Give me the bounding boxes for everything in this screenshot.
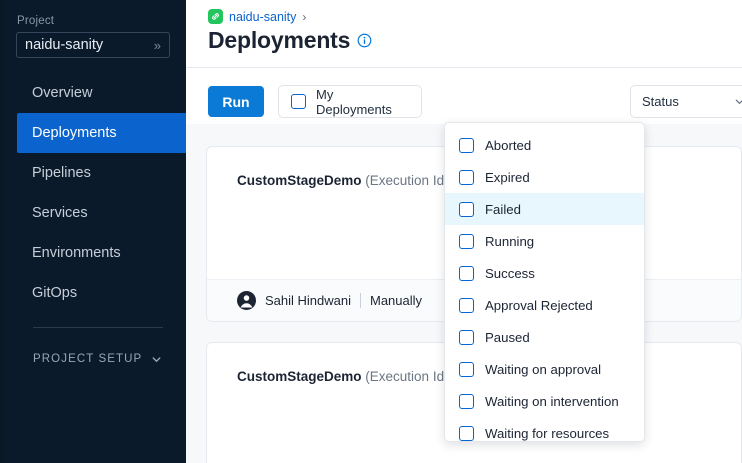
breadcrumb: naidu-sanity › [208,9,306,24]
my-deployments-label: My Deployments [316,86,392,117]
run-button[interactable]: Run [208,86,264,117]
deployment-card-title: CustomStageDemo (Execution Id [237,369,444,384]
deployment-name: CustomStageDemo [237,173,362,188]
chevrons-right-icon: » [153,37,161,53]
status-option-checkbox[interactable] [459,169,474,185]
status-option-checkbox[interactable] [459,297,474,313]
status-option-label: Waiting on approval [485,361,602,377]
status-option-checkbox[interactable] [459,425,474,441]
breadcrumb-link-project[interactable]: naidu-sanity [229,9,297,24]
status-option-running[interactable]: Running [445,225,644,257]
status-option-waiting-on-intervention[interactable]: Waiting on intervention [445,385,644,417]
status-filter-menu: Aborted Expired Failed Running Success A… [444,122,645,442]
chevron-down-icon [733,95,742,108]
my-deployments-checkbox[interactable] [291,94,306,109]
status-option-label: Expired [485,169,530,185]
sidebar-item-gitops[interactable]: GitOps [0,273,186,313]
filters-toolbar: Run My Deployments Status Pipelines [186,68,742,124]
deployment-card-body: CustomStageDemo (Execution Id [207,343,741,463]
project-label: Project [17,15,55,27]
sidebar-item-label: Overview [32,85,93,101]
sidebar: Project naidu-sanity » Overview Deployme… [0,0,186,463]
status-option-label: Failed [485,201,521,217]
sidebar-item-deployments[interactable]: Deployments [17,113,186,153]
sidebar-item-label: Pipelines [32,165,91,181]
deployment-name: CustomStageDemo [237,369,362,384]
status-option-label: Approval Rejected [485,297,593,313]
status-filter-dropdown[interactable]: Status [630,85,742,118]
status-option-checkbox[interactable] [459,393,474,409]
status-option-checkbox[interactable] [459,361,474,377]
status-option-waiting-for-resources[interactable]: Waiting for resources [445,417,644,441]
sidebar-item-label: GitOps [32,285,78,301]
sidebar-item-environments[interactable]: Environments [0,233,186,273]
sidebar-divider [33,327,163,328]
status-option-checkbox[interactable] [459,233,474,249]
status-option-failed[interactable]: Failed [445,193,644,225]
status-option-label: Success [485,265,535,281]
status-option-checkbox[interactable] [459,265,474,281]
info-circle-icon[interactable] [357,33,372,48]
deployment-execution-id: (Execution Id [361,173,445,188]
sidebar-item-services[interactable]: Services [0,193,186,233]
deployment-author: Sahil Hindwani [265,293,351,308]
footer-divider [360,293,361,308]
sidebar-item-overview[interactable]: Overview [0,73,186,113]
status-option-waiting-on-approval[interactable]: Waiting on approval [445,353,644,385]
sidebar-left-edge [0,0,4,463]
status-filter-label: Status [642,94,679,109]
sidebar-item-pipelines[interactable]: Pipelines [0,153,186,193]
status-option-expired[interactable]: Expired [445,161,644,193]
status-option-label: Aborted [485,137,532,153]
deployment-card-title: CustomStageDemo (Execution Id [237,173,444,188]
breadcrumb-separator: › [302,9,307,24]
project-selector[interactable]: naidu-sanity » [16,32,170,58]
status-option-label: Running [485,233,535,249]
status-option-success[interactable]: Success [445,257,644,289]
status-option-label: Paused [485,329,530,345]
status-option-checkbox[interactable] [459,201,474,217]
deployment-execution-id: (Execution Id [361,369,445,384]
status-option-label: Waiting for resources [485,425,610,441]
sidebar-item-label: Environments [32,245,121,261]
sidebar-section-project-setup[interactable]: PROJECT SETUP [33,346,163,372]
project-badge-icon [208,9,223,24]
sidebar-nav: Overview Deployments Pipelines Services … [0,73,186,313]
status-option-checkbox[interactable] [459,329,474,345]
status-option-paused[interactable]: Paused [445,321,644,353]
status-option-label: Waiting on intervention [485,393,619,409]
chevron-down-icon [150,353,163,366]
my-deployments-filter[interactable]: My Deployments [278,85,422,118]
page-title-row: Deployments [208,27,372,54]
user-avatar-icon [237,291,256,310]
deployment-trigger-type: Manually [370,293,423,308]
status-option-aborted[interactable]: Aborted [445,129,644,161]
status-option-approval-rejected[interactable]: Approval Rejected [445,289,644,321]
page-title: Deployments [208,27,351,53]
status-option-checkbox[interactable] [459,137,474,153]
sidebar-item-label: Deployments [32,125,117,141]
sidebar-section-label: PROJECT SETUP [33,353,143,365]
page-header: naidu-sanity › Deployments [186,0,742,68]
project-selector-value: naidu-sanity [25,37,104,53]
sidebar-item-label: Services [32,205,88,221]
